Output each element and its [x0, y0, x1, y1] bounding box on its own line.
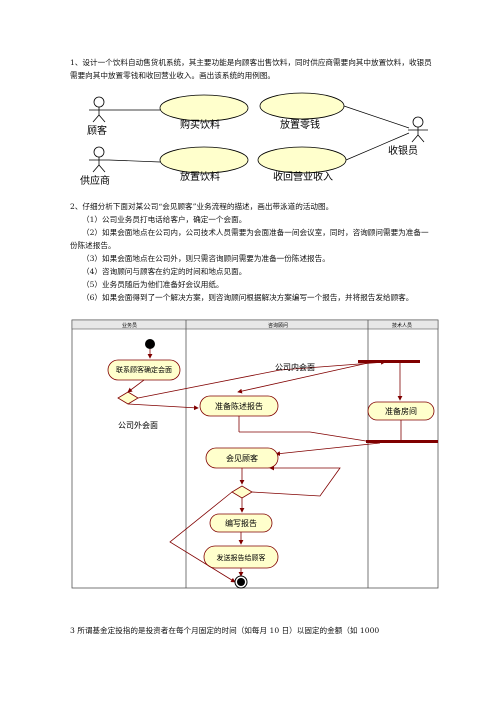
fork-bar: [358, 360, 420, 363]
usecase-collect-revenue: [257, 146, 347, 174]
q2-intro: 2、仔细分析下面对某公司“会见顾客”业务流程的描述，画出带泳道的活动图。: [70, 202, 334, 211]
q2-step-4: （4）咨询顾问与顾客在约定的时间和地点见面。: [82, 267, 247, 276]
q3-text: 3 所谓基金定投指的是投资者在每个月固定的时间（如每月 10 日）以固定的金额（…: [70, 626, 380, 635]
q1-text: 1、设计一个饮料自动售货机系统，其主要功能是向顾客出售饮料，同时供应商需要向其中…: [70, 58, 432, 80]
usecase-place-change: [259, 92, 345, 120]
activity-meet-customer-label: 会见顾客: [226, 453, 258, 463]
end-node-inner: [237, 578, 245, 586]
join-bar: [366, 440, 438, 443]
actor-cashier-label: 收银员: [388, 144, 418, 157]
actor-customer-icon: [89, 96, 109, 123]
usecase-buy-drink: [159, 94, 249, 122]
lane-consultant: 咨询顾问: [268, 322, 288, 329]
activity-prepare-report-label: 准备陈述报告: [215, 401, 263, 411]
activity-write-report-label: 编写报告: [225, 518, 257, 528]
usecase-collect-revenue-label: 收回营业收入: [273, 170, 333, 183]
activity-prepare-room-label: 准备房间: [385, 406, 417, 416]
q2-step-6: （6）如果会面得到了一个解决方案，则咨询顾问根据解决方案编写一个报告，并将报告发…: [82, 293, 414, 302]
start-node: [145, 339, 155, 349]
lane-salesman: 业务员: [122, 322, 137, 329]
actor-customer-label: 顾客: [87, 124, 107, 137]
usecase-place-drink-label: 放置饮料: [180, 170, 220, 183]
usecase-diagram: 顾客 供应商 收银员 购买饮料 放置零钱 放置饮料 收回营业收入: [80, 92, 428, 187]
actor-supplier-icon: [89, 146, 109, 173]
q2-step-3: （3）如果会面地点在公司外，则只需咨询顾问需要为准备一份陈述报告。: [82, 254, 330, 263]
activity-send-report-label: 发送报告给顾客: [217, 553, 266, 562]
lane-technician: 技术人员: [392, 322, 412, 329]
activity-diagram: 业务员 咨询顾问 技术人员 联系顾客确定会面 公司内会面 公司外会面 准备陈述报…: [71, 319, 439, 589]
usecase-place-drink: [159, 146, 249, 174]
activity-contact-customer-label: 联系顾客确定会面: [116, 365, 172, 374]
q2-step-1: （1）公司业务员打电话给客户，确定一个会面。: [82, 215, 247, 224]
usecase-buy-drink-label: 购买饮料: [180, 118, 220, 131]
guard-inside: 公司内会面: [275, 362, 315, 372]
actor-supplier-label: 供应商: [80, 174, 110, 187]
q2-step-5: （5）业务员随后为他们准备好会议用纸。: [82, 280, 224, 289]
usecase-place-change-label: 放置零钱: [280, 118, 320, 131]
q2-step-2: （2）如果会面地点在公司内，公司技术人员需要为会面准备一间会议室，同时，咨询顾问…: [70, 228, 429, 250]
guard-outside: 公司外会面: [118, 420, 158, 430]
actor-cashier-icon: [408, 116, 428, 143]
